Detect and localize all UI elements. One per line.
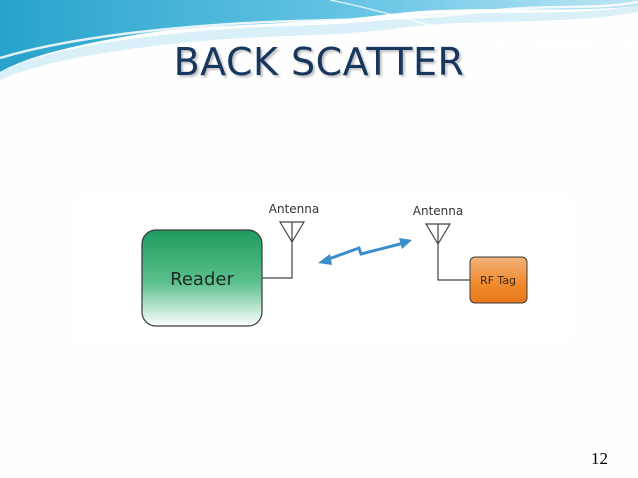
page-number: 12 (591, 449, 608, 468)
reader-antenna-label: Antenna (269, 202, 319, 216)
rf-tag-box (469, 256, 528, 304)
signal-arrow-left (318, 254, 332, 265)
tag-antenna-icon (424, 223, 452, 246)
reader-antenna-feed (262, 242, 293, 279)
backscatter-signal-bolt (325, 241, 405, 262)
backscatter-diagram: Reader Antenna Antenna RF Tag (74, 198, 570, 340)
slide-title: BACK SCATTER (173, 40, 465, 84)
reader-label: Reader (170, 269, 234, 290)
header-wave-decoration (0, 0, 638, 80)
tag-antenna-feed (437, 244, 470, 281)
reader-antenna-icon (278, 221, 306, 244)
rf-tag-label: RF Tag (480, 274, 516, 287)
tag-antenna-label: Antenna (413, 204, 463, 218)
diagram-canvas: Reader Antenna Antenna RF Tag (141, 202, 528, 327)
signal-arrow-right (399, 238, 412, 249)
